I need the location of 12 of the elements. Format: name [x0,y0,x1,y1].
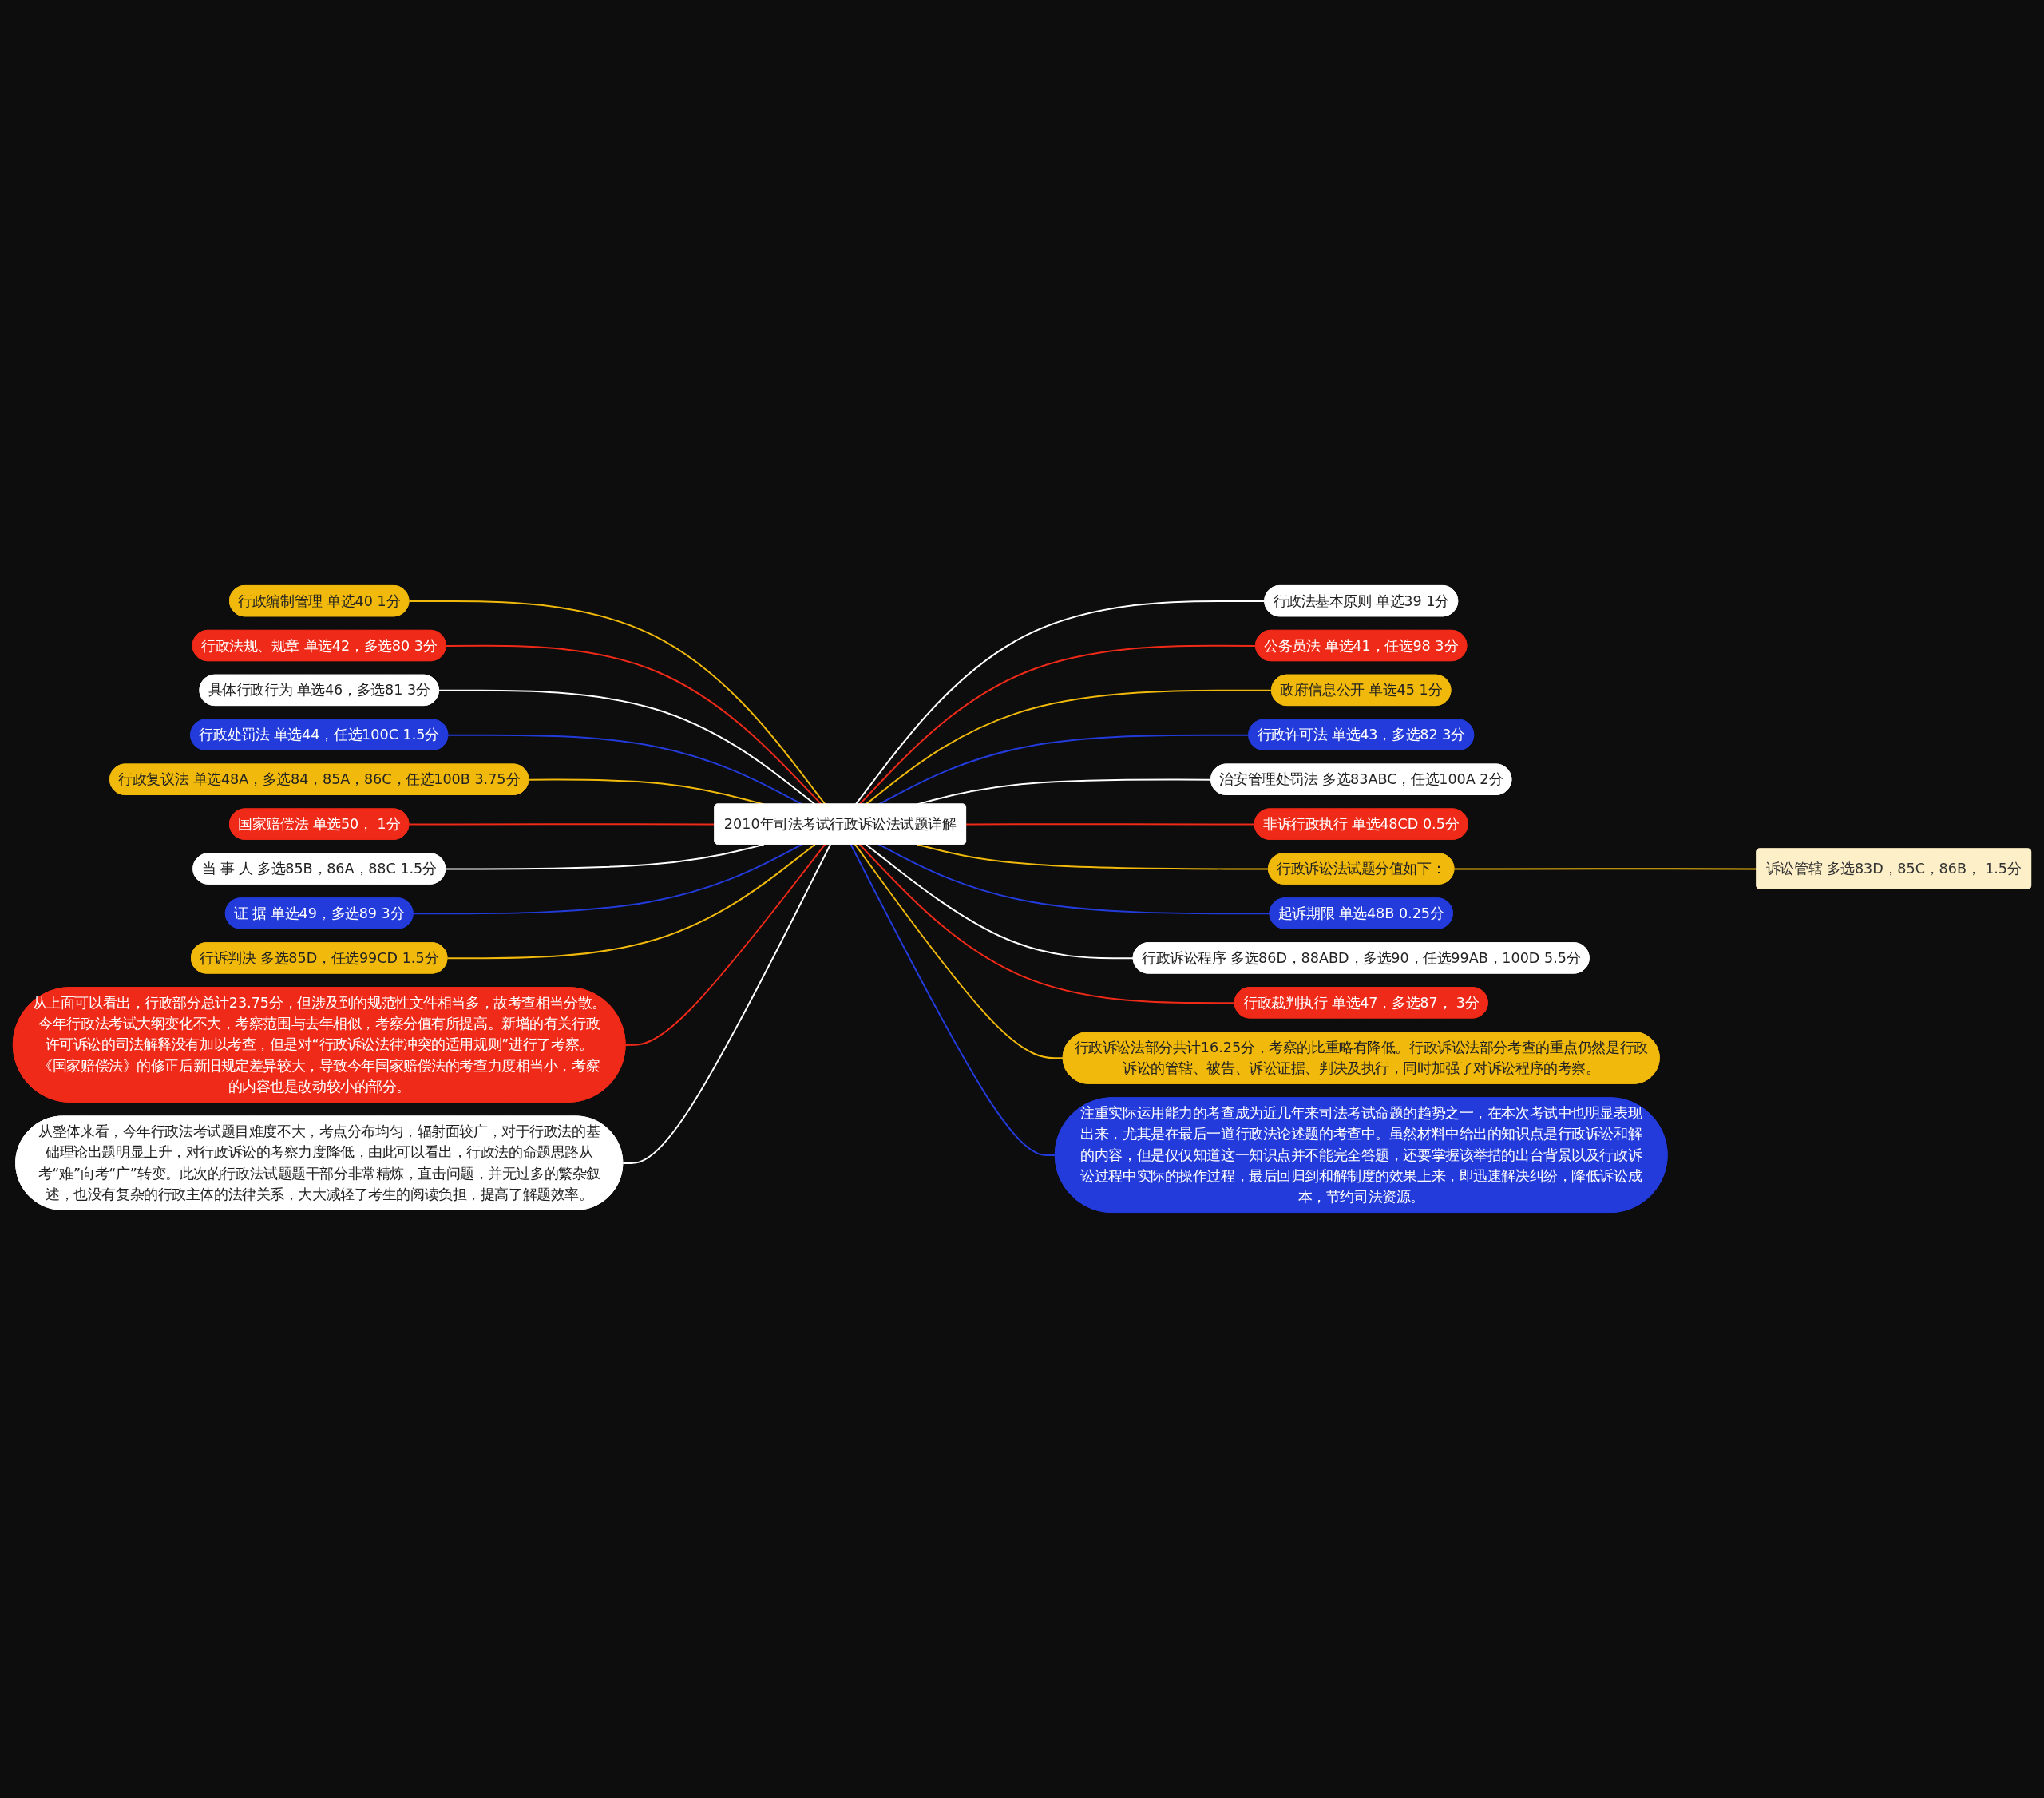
connector [624,843,826,1046]
connector [865,843,1135,960]
connector [916,843,1270,870]
connector [854,843,1064,1059]
connector [446,843,816,960]
connector [858,843,1236,1004]
connector [412,843,803,915]
connector [965,823,1256,826]
connector [622,843,831,1165]
connector [877,843,1271,915]
connector [445,843,765,870]
connector [850,843,1056,1157]
